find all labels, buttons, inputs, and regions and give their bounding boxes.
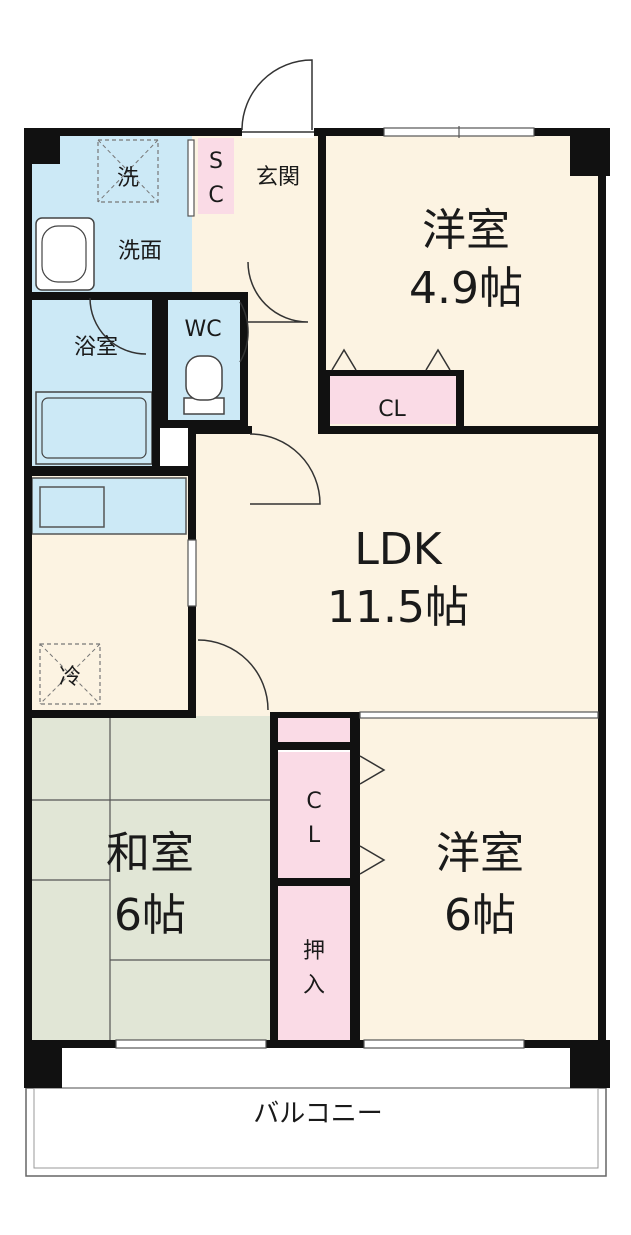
door-swing-ldk-japanese — [197, 639, 269, 711]
fridge-diagonal-b — [39, 643, 101, 705]
wash-basin — [35, 217, 95, 291]
closet-south-label-top: C — [306, 789, 321, 814]
japanese-room-name: 和室 — [106, 828, 194, 879]
japanese-room-size: 6帖 — [114, 890, 186, 941]
window-japanese-room — [115, 1039, 267, 1049]
tatami-lines — [30, 716, 272, 1046]
window-south-room-top — [359, 711, 599, 719]
washroom-label: 洗面 — [118, 239, 162, 264]
kitchen-partition — [187, 539, 197, 607]
ldk-size: 11.5帖 — [327, 582, 469, 633]
oshiire-closet — [278, 886, 350, 1040]
washer-label: 洗 — [117, 166, 139, 191]
wash-basin-bowl — [41, 225, 87, 283]
ldk-floor — [192, 430, 606, 716]
closet-north-label: CL — [378, 397, 406, 422]
balcony-label: バルコニー — [253, 1099, 382, 1129]
western-room-south-name: 洋室 — [436, 828, 524, 879]
western-room-south-floor — [357, 716, 606, 1046]
entrance-door-swing — [241, 59, 313, 131]
shoe-closet-label-top: S — [209, 149, 223, 174]
bathtub-inner — [41, 397, 147, 459]
window-south-room — [363, 1039, 525, 1049]
ldk-name: LDK — [354, 524, 442, 575]
closet-north-door-mark-b — [425, 348, 451, 371]
closet-south-label-bottom: L — [308, 823, 321, 848]
storage-upper — [278, 716, 354, 746]
kitchen-sink — [39, 486, 105, 528]
oshiire-label-bottom: 入 — [303, 973, 325, 998]
closet-north-door-mark-a — [331, 348, 357, 371]
closet-north — [328, 374, 456, 424]
fridge-space — [39, 643, 101, 705]
door-swing-hall-north-room — [247, 261, 309, 323]
entrance-label: 玄関 — [256, 165, 300, 190]
bathtub — [35, 391, 153, 465]
washroom-partition — [187, 139, 195, 217]
washer-diagonal-b — [97, 139, 159, 203]
shoe-closet-label-bottom: C — [208, 183, 223, 208]
western-room-north-name: 洋室 — [422, 205, 510, 256]
door-swing-washroom — [89, 297, 147, 355]
western-room-south-size: 6帖 — [444, 890, 516, 941]
door-swing-toilet — [239, 301, 249, 363]
oshiire-label-top: 押 — [303, 939, 325, 964]
door-swing-hall-ldk — [249, 433, 321, 505]
closet-south-door-mark-a — [359, 755, 386, 785]
toilet-bowl — [185, 355, 223, 401]
shoe-closet — [198, 138, 234, 214]
balcony-floor — [25, 1087, 607, 1177]
fridge-label: 冷 — [59, 665, 81, 690]
bathroom-label: 浴室 — [74, 335, 118, 360]
western-room-north-size: 4.9帖 — [409, 263, 523, 314]
balcony-inner-line — [33, 1087, 599, 1169]
japanese-room-floor — [30, 716, 272, 1046]
closet-south-door-mark-b — [359, 845, 386, 875]
closet-south — [278, 752, 350, 878]
toilet-label: WC — [184, 317, 221, 342]
